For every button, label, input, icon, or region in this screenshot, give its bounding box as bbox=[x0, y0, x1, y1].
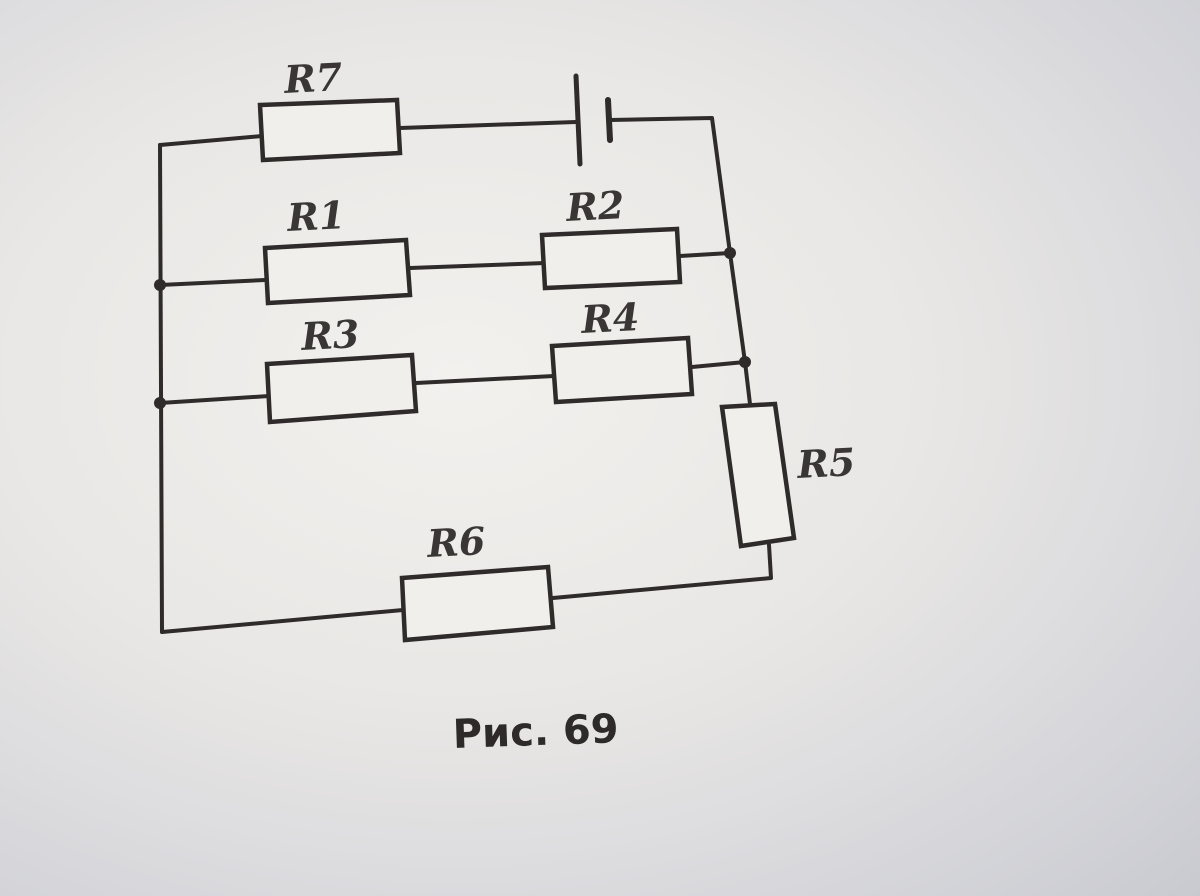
resistor-r5 bbox=[719, 401, 797, 549]
circuit-wires bbox=[158, 116, 773, 634]
battery-icon bbox=[573, 73, 613, 167]
label-r3: R3 bbox=[299, 311, 360, 359]
wire-r1-left bbox=[158, 278, 267, 287]
resistor-r3 bbox=[264, 352, 419, 425]
wire-r6-left bbox=[160, 608, 405, 634]
figure-caption: Рис. 69 bbox=[452, 706, 620, 758]
wire-left-rail bbox=[158, 143, 164, 634]
wire-top-left bbox=[158, 134, 264, 147]
label-r2: R2 bbox=[564, 182, 625, 230]
resistor-r1 bbox=[262, 237, 413, 306]
junction-nodes bbox=[154, 247, 751, 409]
junction-left-r3 bbox=[154, 397, 166, 409]
battery-long-plate bbox=[573, 73, 583, 167]
label-r7: R7 bbox=[282, 54, 343, 102]
wire-r4-right bbox=[690, 360, 747, 369]
wire-r3-left bbox=[158, 394, 271, 405]
label-r1: R1 bbox=[285, 192, 346, 240]
wire-r7-battery bbox=[398, 120, 578, 130]
wire-r5-bottom bbox=[551, 543, 773, 600]
label-r4: R4 bbox=[579, 294, 640, 342]
wire-r1-r2 bbox=[408, 261, 547, 270]
resistor-r2 bbox=[539, 226, 683, 291]
battery-short-plate bbox=[605, 97, 613, 143]
resistor-r6 bbox=[399, 564, 556, 643]
wire-r2-right bbox=[678, 251, 732, 258]
junction-right-r2 bbox=[724, 247, 736, 259]
resistor-r7 bbox=[257, 97, 403, 163]
junction-left-r1 bbox=[154, 279, 166, 291]
resistors bbox=[257, 97, 797, 643]
label-r6: R6 bbox=[425, 518, 486, 566]
junction-right-r4 bbox=[739, 356, 751, 368]
resistor-labels: R7 R1 R2 R3 R4 R5 R6 bbox=[282, 54, 856, 566]
wire-r3-r4 bbox=[414, 374, 556, 385]
resistor-r4 bbox=[549, 335, 695, 405]
label-r5: R5 bbox=[795, 439, 856, 487]
